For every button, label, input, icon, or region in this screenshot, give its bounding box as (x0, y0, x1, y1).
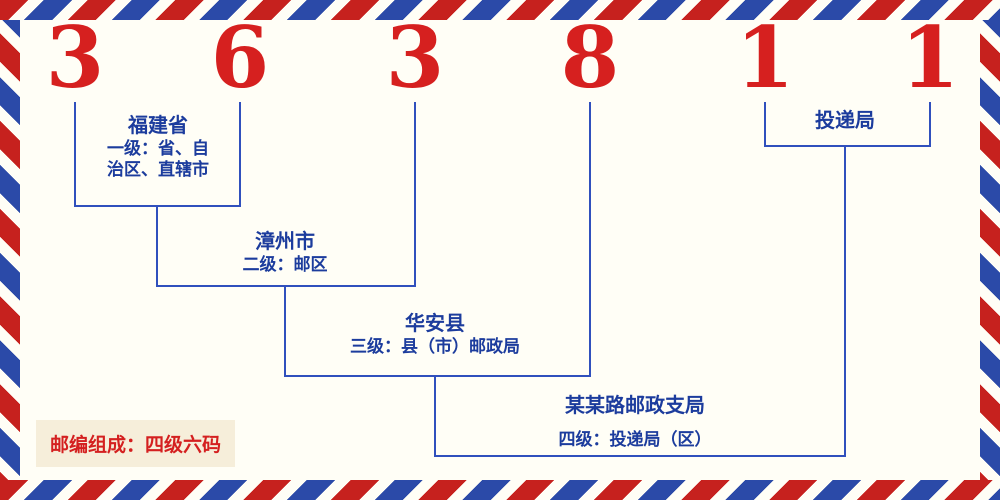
postal-digit-4: 8 (560, 8, 620, 107)
airmail-border-bottom (0, 480, 1000, 500)
level1-desc-line2: 治区、直辖市 (107, 160, 209, 180)
connector-line (156, 285, 416, 287)
airmail-border-left (0, 0, 20, 500)
level3-desc: 三级：县（市）邮政局 (350, 337, 520, 357)
connector-line (434, 455, 846, 457)
connector-line (239, 102, 241, 205)
level4-branch-name: 某某路邮政支局 (565, 393, 705, 417)
connector-line (764, 145, 931, 147)
footnote-box: 邮编组成：四级六码 (36, 420, 236, 467)
connector-line (284, 285, 286, 375)
level2-desc: 二级：邮区 (242, 255, 328, 275)
delivery-office-label-group: 投递局 (775, 107, 915, 134)
postal-digit-6: 1 (900, 8, 960, 107)
level3-label-group: 华安县 三级：县（市）邮政局 (310, 310, 560, 358)
connector-line (284, 375, 591, 377)
level4-label-group: 某某路邮政支局 四级：投递局（区） (495, 392, 775, 451)
connector-line (929, 102, 931, 145)
connector-line (434, 375, 436, 455)
level2-label-group: 漳州市 二级：邮区 (195, 228, 375, 276)
postal-digit-1: 3 (45, 8, 105, 107)
connector-line (156, 205, 158, 285)
level2-region-name: 漳州市 (255, 229, 315, 253)
footnote-text: 邮编组成：四级六码 (50, 434, 222, 456)
level1-region-name: 福建省 (128, 113, 188, 137)
connector-line (844, 145, 846, 455)
delivery-office-name: 投递局 (815, 108, 875, 132)
level1-label-group: 福建省 一级：省、自 治区、直辖市 (68, 112, 248, 181)
postal-digit-2: 6 (210, 8, 270, 107)
airmail-border-top (0, 0, 1000, 20)
level1-desc-line1: 一级：省、自 (107, 139, 209, 159)
postal-digit-5: 1 (735, 8, 795, 107)
postal-digit-3: 3 (385, 8, 445, 107)
connector-line (764, 102, 766, 145)
level4-desc: 四级：投递局（区） (558, 430, 712, 450)
connector-line (414, 102, 416, 285)
connector-line (74, 102, 76, 205)
airmail-border-right (980, 0, 1000, 500)
level3-region-name: 华安县 (405, 311, 465, 335)
connector-line (589, 102, 591, 375)
